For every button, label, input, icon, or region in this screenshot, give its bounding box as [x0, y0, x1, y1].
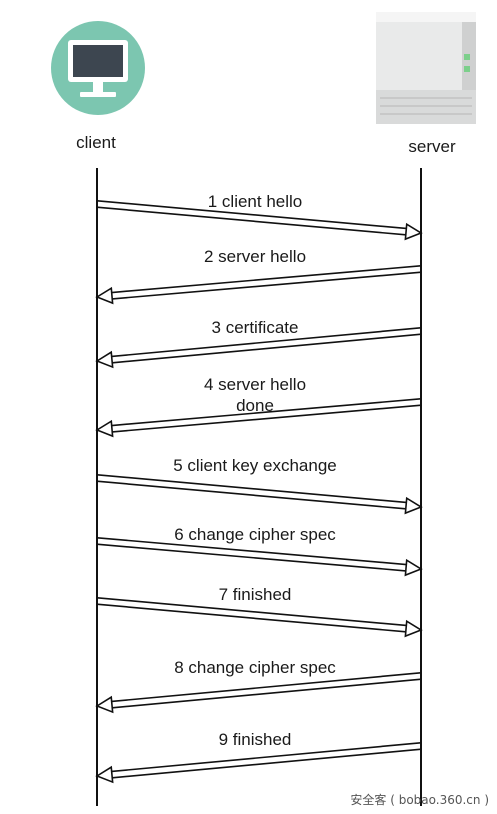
arrowhead	[95, 765, 114, 784]
message-shaft-line	[111, 742, 421, 773]
message-label: 1 client hello	[208, 192, 303, 211]
message-shaft-line	[97, 200, 407, 230]
arrowhead	[404, 496, 423, 515]
message-label: 9 finished	[219, 730, 292, 749]
message-5: 5 client key exchange	[96, 456, 423, 515]
message-2: 2 server hello	[95, 247, 422, 305]
server-label: server	[408, 137, 456, 156]
arrowhead	[95, 695, 114, 714]
message-label: 2 server hello	[204, 247, 306, 266]
message-shaft-line	[111, 327, 421, 358]
message-8: 8 change cipher spec	[95, 658, 422, 714]
arrowhead	[404, 619, 423, 638]
arrowhead	[95, 350, 114, 369]
message-shaft-line	[96, 480, 406, 510]
message-1: 1 client hello	[96, 192, 423, 241]
message-label: 6 change cipher spec	[174, 525, 336, 544]
message-shaft-line	[111, 672, 421, 703]
message-shaft-line	[112, 333, 422, 364]
client-label: client	[76, 133, 116, 152]
message-shaft-line	[96, 206, 406, 236]
message-shaft-line	[96, 543, 406, 572]
message-6: 6 change cipher spec	[96, 525, 423, 577]
message-shaft-line	[112, 271, 422, 300]
arrowhead	[404, 222, 423, 241]
message-shaft-line	[96, 603, 406, 633]
arrowhead	[95, 286, 114, 305]
arrowhead	[95, 419, 114, 438]
messages-layer: 1 client hello 2 server hello 3 certificat…	[95, 192, 423, 784]
watermark: 安全客 ( bobao.360.cn )	[350, 793, 489, 807]
message-shaft-line	[97, 474, 407, 504]
message-label: 7 finished	[219, 585, 292, 604]
server-tower-icon	[376, 12, 476, 124]
message-3: 3 certificate	[95, 318, 422, 369]
arrowhead	[404, 558, 423, 577]
message-label: 5 client key exchange	[173, 456, 337, 475]
message-shaft-line	[97, 597, 407, 627]
message-shaft-line	[111, 398, 421, 427]
message-9: 9 finished	[95, 730, 422, 784]
message-shaft-line	[112, 748, 422, 779]
message-label: 8 change cipher spec	[174, 658, 336, 677]
message-shaft-line	[112, 678, 422, 709]
message-shaft-line	[111, 265, 421, 294]
message-label: 3 certificate	[212, 318, 299, 337]
message-7: 7 finished	[96, 585, 423, 638]
message-shaft-line	[112, 404, 422, 433]
monitor-icon	[51, 21, 145, 115]
message-shaft-line	[97, 537, 407, 566]
